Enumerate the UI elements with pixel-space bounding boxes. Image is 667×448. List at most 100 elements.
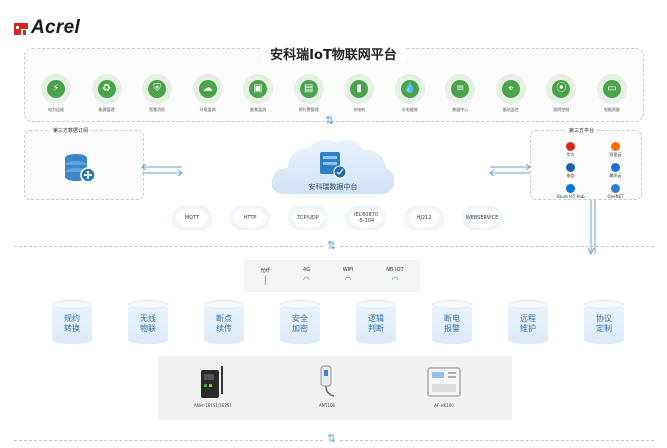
wifi-icon: ◠ [344, 275, 352, 284]
network-label: 光纤 [260, 267, 271, 274]
left-right-arrow-icon [140, 161, 184, 180]
platform-app-label: 环境监测 [199, 107, 216, 112]
network-label: 4G [303, 267, 311, 273]
network-item: 4G ◠ [303, 267, 310, 285]
network-label: WIFI [342, 267, 354, 273]
acrel-logo: Acrel [14, 17, 80, 39]
feature-body: 协议定制 [584, 304, 624, 344]
platform-app-item: ♻ 能源管理 [85, 74, 129, 113]
feature-label-line2: 定制 [596, 324, 612, 333]
nbiot-icon: ◠ [391, 275, 399, 284]
platform-app-item: 💧水电能效 [388, 74, 432, 113]
device-gateway-label: ANet-1E1S1/1E2S1 [194, 403, 232, 408]
up-down-arrow-icon: ⇅ [325, 114, 335, 127]
4g-wifi-icon: ◠ [303, 275, 311, 284]
platform-app-glyph: ▮ [350, 80, 369, 98]
feature-cylinder-top [280, 300, 320, 309]
feature-label-line2: 报警 [444, 324, 460, 333]
feature-body: 规约转换 [52, 304, 92, 344]
platform-app-label: 电能质量 [603, 107, 620, 112]
gateway-device-icon [200, 366, 223, 398]
feature-cylinder-top [508, 300, 548, 309]
platform-app-glyph: ⛨ [148, 80, 167, 98]
feature-body: 逻辑判断 [356, 304, 396, 344]
vendor-item: 电信 [548, 163, 593, 179]
battery-icon: ▮ [344, 74, 375, 104]
platform-app-item: ▭ 电能质量 [590, 74, 634, 113]
platform-app-label: 电力运维 [48, 107, 64, 112]
protocol-badge: MQTT [172, 206, 212, 230]
tencent-icon [611, 163, 620, 172]
platform-app-item: ⚡ 电力运维 [34, 74, 78, 113]
platform-app-label: 智慧消防 [149, 107, 166, 112]
vendor-label: 腾讯云 [609, 173, 622, 178]
vendor-label: Azure IoT Hub [556, 194, 585, 199]
platform-app-item: ▣ 能耗监测 [236, 74, 280, 113]
feature-label-line2: 续传 [216, 324, 232, 333]
device-sensor: AMT100 [316, 364, 338, 408]
feature-cylinder: 断电报警 [432, 300, 472, 346]
device-panel: ANet-1E1S1/1E2S1 AMT100 AF-HK100 [158, 356, 512, 420]
fiber-icon: │ [262, 275, 268, 285]
network-item: WIFI ◠ [343, 267, 354, 285]
vendor-label: 阿里云 [609, 152, 622, 157]
feature-cylinder: 无线物联 [128, 300, 168, 346]
platform-app-glyph: ♻ [97, 80, 116, 98]
feature-label-line1: 无线 [140, 314, 156, 323]
platform-app-label: 能源管理 [98, 107, 115, 112]
vendor-item: 华为 [548, 142, 593, 158]
feature-label-line1: 断电 [444, 314, 460, 323]
protocol-badge: IEC60870 -5-104 [346, 206, 386, 230]
third-party-platform-panel [530, 130, 642, 200]
network-item: NB-IOT ◠ [386, 267, 403, 285]
feature-cylinder-top [128, 300, 168, 309]
cloud-icon: ☁ [192, 74, 223, 104]
right-left-arrow-icon [488, 161, 532, 180]
platform-title: 安科瑞IoT物联网平台 [0, 44, 667, 63]
platform-app-glyph: ⚡ [47, 80, 65, 98]
feature-cylinder: 规约转换 [52, 300, 92, 346]
feature-label-line1: 远程 [520, 314, 536, 323]
telecom-icon [566, 163, 575, 172]
feature-cylinder-top [356, 300, 396, 309]
screen-icon: ▭ [596, 74, 627, 104]
platform-app-label: 预付费管理 [298, 107, 319, 112]
vendor-item: 阿里云 [593, 142, 638, 158]
feature-label-line1: 逻辑 [368, 314, 384, 323]
feature-body: 安全加密 [280, 304, 320, 344]
database-plus-icon [62, 150, 96, 184]
feature-label-line1: 协议 [596, 314, 612, 323]
platform-app-item: ⌖基站监控 [489, 74, 533, 113]
platform-app-glyph: ▤ [299, 80, 318, 98]
meter-icon: ▤ [293, 74, 324, 104]
platform-app-item: ▤ 预付费管理 [287, 74, 331, 113]
platform-app-glyph: ⌖ [501, 80, 520, 98]
third-party-subscription-label: 第三方数据订阅 [50, 127, 92, 134]
platform-app-list: ⚡电力运维♻能源管理⛨智慧消防☁环境监测▣能耗监测▤预付费管理▮充电桩💧水电能效… [34, 74, 634, 113]
feature-label-line2: 判断 [368, 324, 384, 333]
onenet-icon [611, 184, 620, 193]
platform-app-label: 能耗监测 [250, 107, 267, 112]
network-label: NB-IOT [386, 267, 404, 273]
network-item: 光纤│ [260, 267, 270, 286]
protocol-badge: HTTP [230, 206, 270, 230]
vendor-item: 腾讯云 [593, 163, 638, 179]
device-controller: AF-HK100 [426, 364, 462, 408]
feature-label-line2: 加密 [292, 324, 308, 333]
vendor-label: 华为 [566, 152, 575, 157]
feature-label-line2: 物联 [140, 324, 156, 333]
antenna-icon: ⌖ [495, 74, 526, 104]
feature-cylinder: 远程维护 [508, 300, 548, 346]
feature-cylinder-top [432, 300, 472, 309]
platform-app-label: 照明控制 [553, 107, 570, 112]
vendor-label: OneNET [607, 194, 624, 199]
feature-cylinder: 协议定制 [584, 300, 624, 346]
monitor-icon: ▣ [243, 74, 274, 104]
device-sensor-label: AMT100 [318, 403, 336, 408]
water-drop-icon: 💧 [394, 74, 425, 104]
logo-text: Acrel [31, 17, 81, 38]
third-party-platform-label: 第三方平台 [566, 127, 598, 134]
up-down-arrow-icon: ⇅ [325, 432, 339, 445]
platform-app-item: ⛨ 智慧消防 [135, 74, 179, 113]
platform-app-glyph: ▣ [249, 80, 268, 98]
